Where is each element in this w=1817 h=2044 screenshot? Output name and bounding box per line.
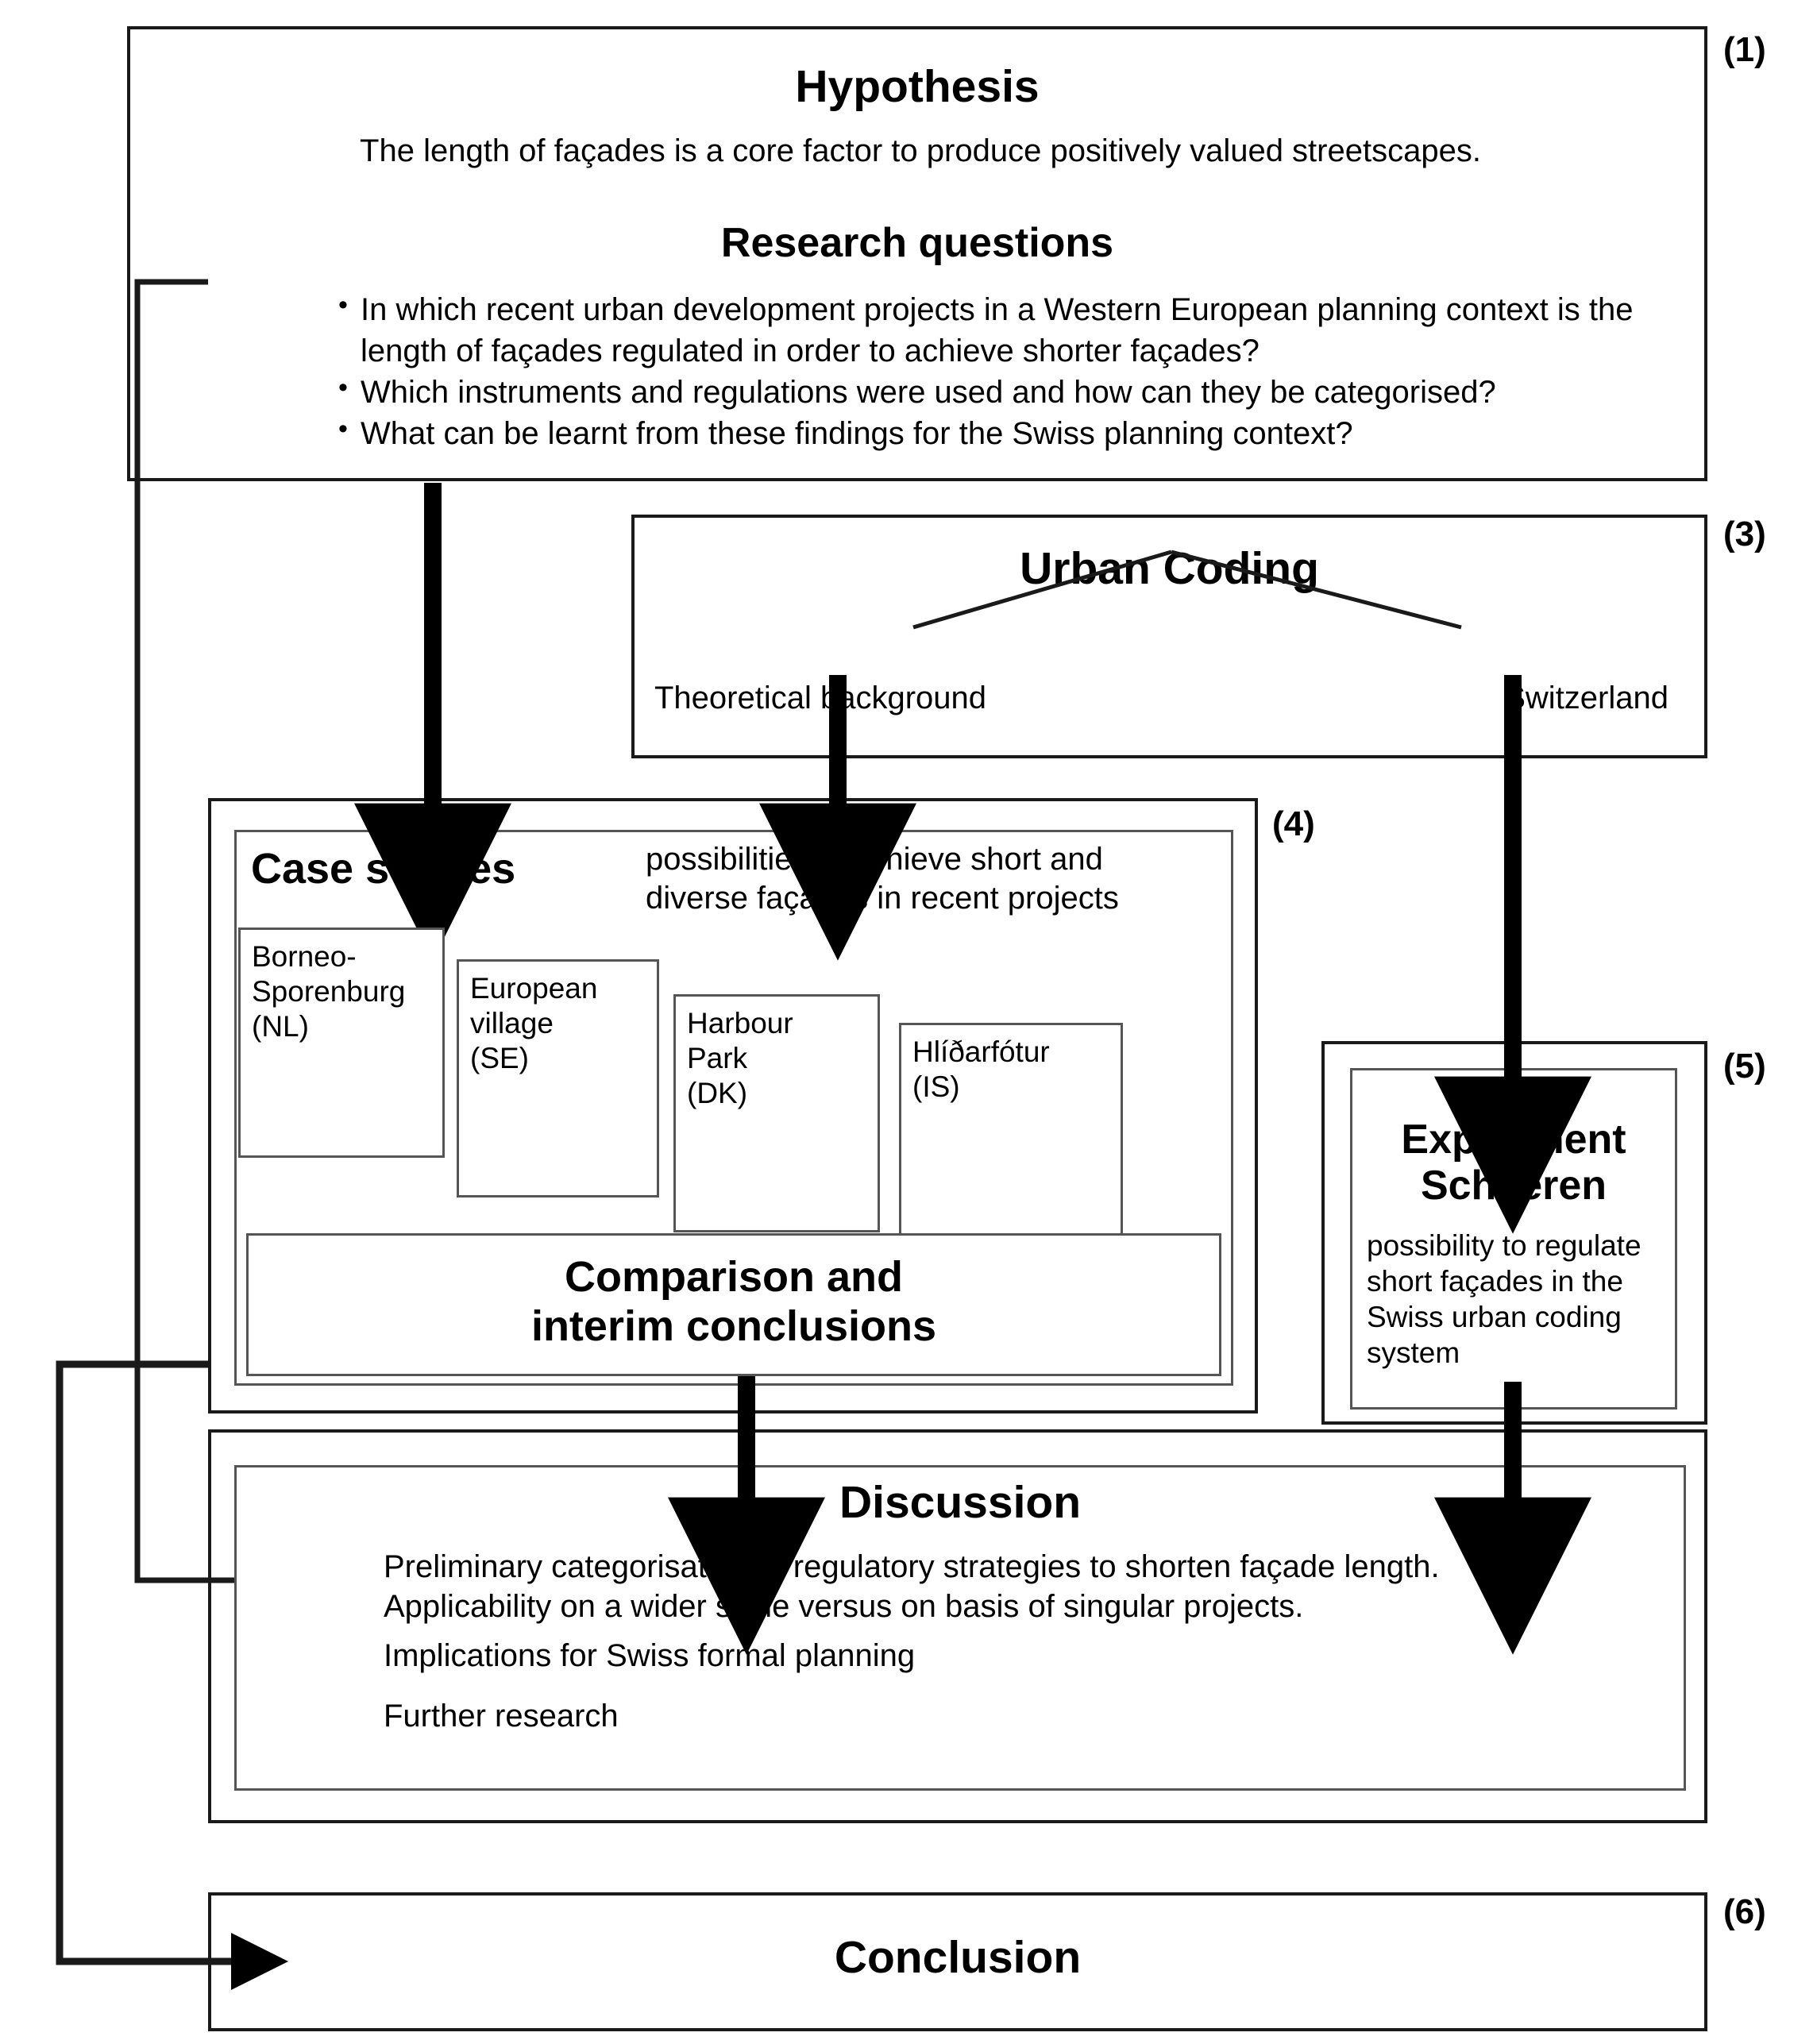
research-question-item: What can be learnt from these findings f… bbox=[334, 411, 1644, 454]
urban-coding-box: Urban Coding Theoretical background Swit… bbox=[631, 515, 1707, 758]
research-question-item: In which recent urban development projec… bbox=[334, 287, 1644, 372]
urban-coding-branch-right-label: Switzerland bbox=[1504, 681, 1668, 715]
case-studies-caption: possibilities to achieve short and diver… bbox=[646, 842, 1119, 916]
experiment-heading-line-1: Experiment bbox=[1401, 1116, 1626, 1163]
step-label-5: (5) bbox=[1723, 1047, 1766, 1086]
case-study-country: (SE) bbox=[470, 1042, 529, 1074]
case-study-name: Harbour Park bbox=[687, 1007, 793, 1075]
step-label-1: (1) bbox=[1723, 30, 1766, 69]
urban-coding-branch-left-label: Theoretical background bbox=[654, 681, 987, 715]
experiment-inner-box: Experiment Schlieren possibility to regu… bbox=[1350, 1068, 1677, 1410]
case-study-card-hlidarfotur[interactable]: Hlíðarfótur (IS) bbox=[899, 1023, 1123, 1261]
discussion-paragraph-1: Preliminary categorisation of regulatory… bbox=[384, 1549, 1440, 1625]
hypothesis-text: The length of façades is a core factor t… bbox=[360, 133, 1481, 168]
hypothesis-heading: Hypothesis bbox=[795, 61, 1040, 112]
discussion-paragraph-2: Implications for Swiss formal planning bbox=[384, 1638, 916, 1673]
hypothesis-box: Hypothesis The length of façades is a co… bbox=[127, 26, 1707, 481]
urban-coding-heading: Urban Coding bbox=[1020, 543, 1319, 594]
discussion-heading: Discussion bbox=[839, 1477, 1082, 1528]
case-study-card-harbour-park[interactable]: Harbour Park (DK) bbox=[673, 994, 880, 1232]
case-study-card-borneo-sporenburg[interactable]: Borneo-Sporenburg (NL) bbox=[238, 928, 445, 1158]
comparison-line-1: Comparison and bbox=[564, 1253, 904, 1301]
case-study-card-european-village[interactable]: European village (SE) bbox=[457, 959, 659, 1197]
research-questions-list: In which recent urban development projec… bbox=[334, 287, 1644, 454]
case-study-country: (NL) bbox=[252, 1010, 309, 1043]
discussion-inner-box: Discussion Preliminary categorisation of… bbox=[234, 1465, 1686, 1791]
step-label-6: (6) bbox=[1723, 1892, 1766, 1931]
comparison-box: Comparison and interim conclusions bbox=[246, 1233, 1221, 1376]
discussion-paragraph-3: Further research bbox=[384, 1699, 619, 1734]
conclusion-box: Conclusion bbox=[208, 1892, 1707, 2031]
case-study-name: European village bbox=[470, 972, 598, 1040]
research-question-item: Which instruments and regulations were u… bbox=[334, 370, 1644, 413]
experiment-text: possibility to regulate short façades in… bbox=[1367, 1229, 1641, 1370]
experiment-heading-line-2: Schlieren bbox=[1420, 1163, 1607, 1209]
step-label-3: (3) bbox=[1723, 515, 1766, 553]
case-studies-heading: Case studies bbox=[251, 845, 516, 893]
case-study-country: (DK) bbox=[687, 1077, 748, 1109]
step-label-4: (4) bbox=[1272, 804, 1315, 843]
research-questions-heading: Research questions bbox=[720, 220, 1114, 266]
case-study-name: Borneo-Sporenburg bbox=[252, 940, 406, 1009]
case-study-country: (IS) bbox=[912, 1070, 960, 1103]
case-study-name: Hlíðarfótur bbox=[912, 1035, 1050, 1068]
comparison-line-2: interim conclusions bbox=[530, 1302, 937, 1350]
conclusion-heading: Conclusion bbox=[834, 1932, 1082, 1983]
